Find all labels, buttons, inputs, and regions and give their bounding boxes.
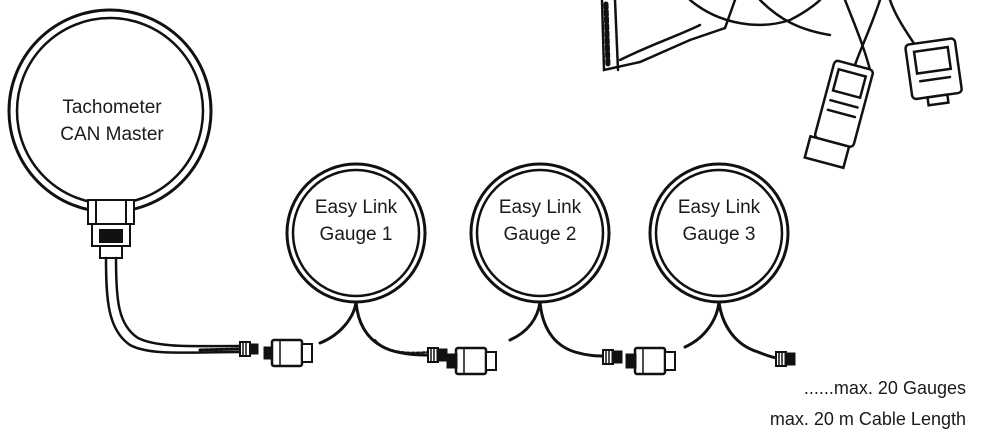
gauge-3-y-cable [683, 300, 796, 368]
gauge-3-label-line2: Gauge 3 [683, 224, 756, 245]
gauge-2-label-line1: Easy Link [499, 197, 582, 218]
tachometer-can-master: Tachometer CAN Master [7, 8, 213, 259]
tachometer-label-line2: CAN Master [60, 124, 164, 145]
tachometer-label-line1: Tachometer [62, 97, 162, 118]
master-cable [104, 256, 314, 368]
gauge-1-label-line1: Easy Link [315, 197, 398, 218]
max-gauges-note: ......max. 20 Gauges [804, 378, 966, 398]
gauge-3-label-line1: Easy Link [678, 197, 761, 218]
tachometer-connector [87, 199, 135, 259]
gauge-2-y-cable [508, 300, 677, 376]
gauge-2-label-line2: Gauge 2 [504, 224, 577, 245]
gauge-1-y-cable [318, 300, 498, 376]
harness-illustration [600, 0, 963, 170]
max-cable-note: max. 20 m Cable Length [770, 409, 966, 429]
gauge-1: Easy Link Gauge 1 [285, 162, 427, 304]
gauge-3: Easy Link Gauge 3 [648, 162, 790, 304]
gauge-2: Easy Link Gauge 2 [469, 162, 611, 304]
gauge-1-label-line2: Gauge 1 [320, 224, 393, 245]
